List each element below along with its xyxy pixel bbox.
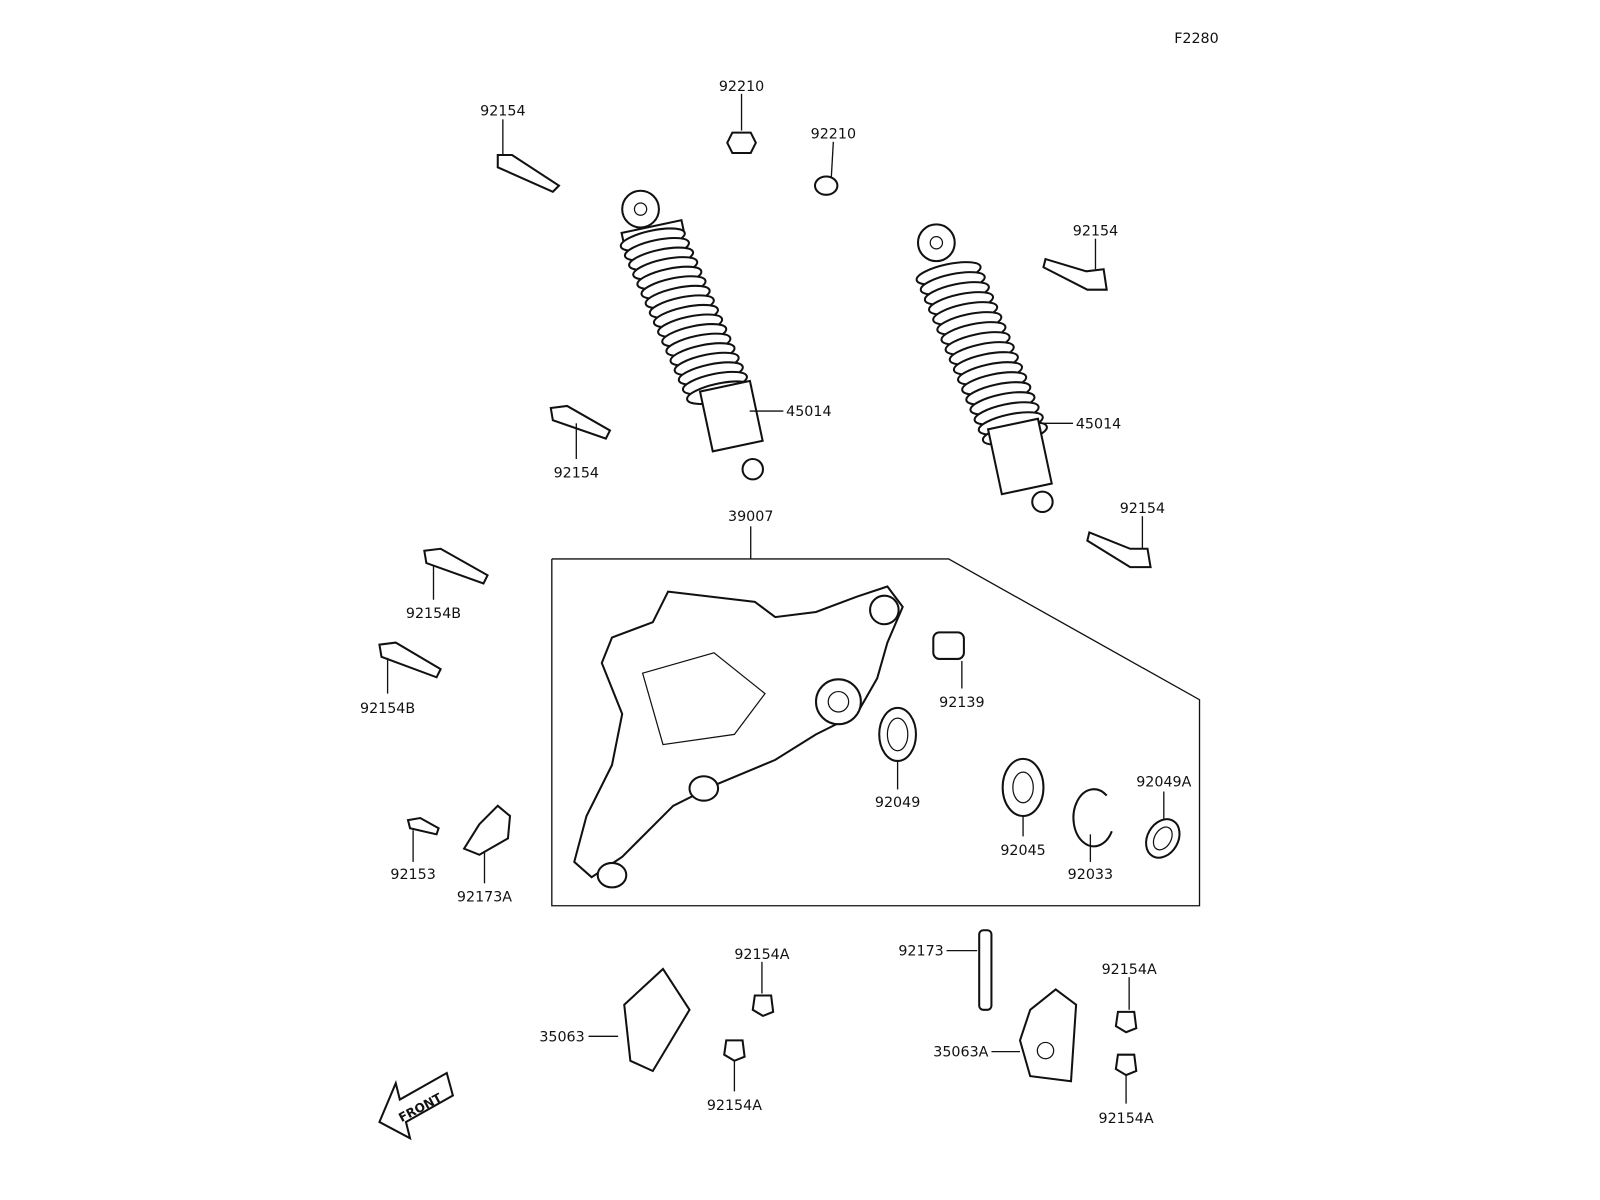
bolt-92154-top-left[interactable]: 92154	[480, 103, 561, 193]
part-label: 92154B	[360, 701, 415, 717]
part-label: 92154A	[1099, 1111, 1154, 1127]
part-label: 92153	[390, 867, 435, 883]
nut-92210-a[interactable]: 92210	[719, 79, 764, 155]
part-label: 92173A	[457, 890, 512, 906]
bolt-92154A-2[interactable]: 92154A	[1102, 962, 1157, 1034]
bolt-92154B-2[interactable]: 92154B	[360, 641, 442, 717]
part-label: 35063A	[933, 1045, 988, 1061]
bolt-92154A-1[interactable]: 92154A	[734, 947, 790, 1018]
part-label: 92139	[939, 695, 984, 711]
cover-35063A[interactable]: 35063A	[933, 988, 1078, 1083]
part-label: 92154A	[1102, 962, 1157, 978]
bolt-92154-top-right[interactable]: 92154	[1042, 224, 1118, 291]
part-label: 92154	[480, 103, 525, 119]
part-label: 92154A	[707, 1098, 762, 1114]
diagram-code: F2280	[1174, 31, 1219, 47]
shock-absorber-left[interactable]: 45014	[619, 189, 832, 481]
bolt-92154-mid-left[interactable]: 92154	[549, 404, 612, 481]
front-direction-arrow: FRONT	[378, 1071, 455, 1141]
bolt-92154A-3[interactable]: 92154A	[707, 1039, 762, 1114]
bearing-92045[interactable]: 92045	[1000, 757, 1046, 859]
oil-seal-92049A[interactable]: 92049A	[1136, 774, 1192, 863]
part-label: 92049	[875, 795, 920, 811]
part-label: 92033	[1068, 867, 1113, 883]
oil-seal-92049[interactable]: 92049	[875, 706, 920, 811]
part-label: 35063	[539, 1029, 584, 1045]
bolt-92153[interactable]: 92153	[390, 816, 440, 883]
circlip-92033[interactable]: 92033	[1068, 788, 1113, 883]
part-label: 39007	[728, 509, 773, 525]
collar-92139[interactable]: 92139	[932, 631, 985, 711]
part-label: 45014	[786, 404, 831, 420]
part-label: 92173	[898, 944, 943, 960]
part-label: 92210	[811, 127, 856, 143]
part-label: 92154	[1073, 224, 1118, 240]
bolt-92154A-4[interactable]: 92154A	[1099, 1053, 1154, 1127]
part-label: 45014	[1076, 416, 1121, 432]
nut-92210-b[interactable]: 92210	[811, 127, 856, 196]
part-label: 92154	[554, 465, 599, 481]
cover-35063[interactable]: 35063	[539, 967, 691, 1073]
shock-absorber-right[interactable]: 45014	[915, 223, 1121, 514]
part-label: 92045	[1000, 843, 1045, 859]
clamp-92173A[interactable]: 92173A	[457, 804, 512, 906]
bolt-92154B-1[interactable]: 92154B	[406, 547, 489, 622]
part-label: 92154A	[734, 947, 789, 963]
part-label: 92154	[1120, 501, 1165, 517]
swingarm-assembly-39007[interactable]: 39007	[551, 509, 1201, 907]
part-label: 92154B	[406, 606, 461, 622]
clamp-92173[interactable]: 92173	[898, 929, 993, 1011]
part-label: 92049A	[1136, 774, 1191, 790]
part-label: 92210	[719, 79, 764, 95]
bolt-92154-mid-right[interactable]: 92154	[1086, 501, 1165, 569]
